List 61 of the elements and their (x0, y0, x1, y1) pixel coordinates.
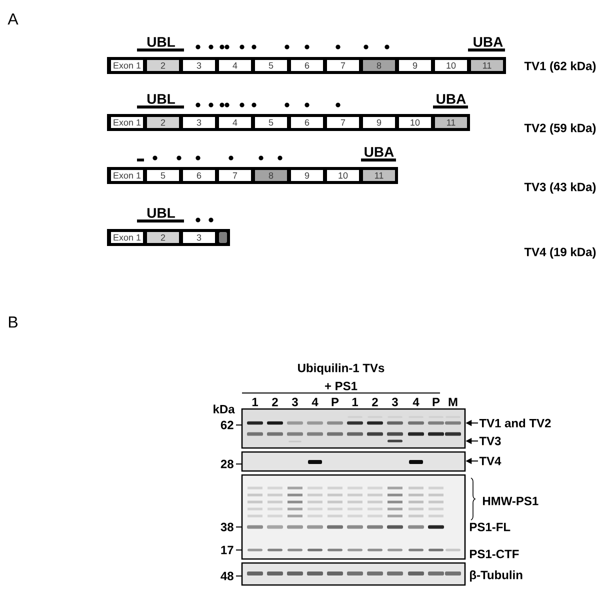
exon-box: 9 (399, 60, 431, 71)
blot-panel (241, 451, 466, 472)
size-marker-label: 28 (220, 460, 234, 468)
band-label: TV3 (479, 436, 501, 446)
exon-box: 11 (435, 117, 467, 128)
exon-box: 7 (327, 60, 359, 71)
band-label: β-Tubulin (470, 570, 522, 582)
exon-box: 3 (183, 60, 215, 71)
exon-box: 9 (291, 170, 323, 181)
exon-box: Exon 1 (111, 60, 143, 71)
exon-box: Exon 1 (111, 170, 143, 181)
transcript-label: TV4 (19 kDa) (524, 247, 596, 259)
exon-box: 6 (291, 60, 323, 71)
exon-box: Exon 1 (111, 117, 143, 128)
domain-label: UBL (147, 208, 175, 218)
transcript-label: TV2 (59 kDa) (524, 123, 596, 135)
exon-box: 11 (471, 60, 503, 71)
exon-box: 5 (255, 60, 287, 71)
exon-box: 8 (363, 60, 395, 71)
size-marker-label: 48 (220, 572, 234, 580)
band-label: TV4 (479, 456, 502, 466)
exon-box: 6 (183, 170, 215, 181)
exon-box: 6 (291, 117, 323, 128)
size-marker-label: 38 (220, 522, 234, 532)
unit-label: kDa (214, 404, 235, 414)
transcript-label: TV3 (43 kDa) (524, 182, 596, 194)
exon-box: 10 (327, 170, 359, 181)
exon-box: 2 (147, 60, 179, 71)
blot-title: + PS1 (325, 382, 358, 390)
transcript-label: TV1 (62 kDa) (524, 61, 596, 73)
domain-label: UBA (364, 147, 394, 157)
exon-box: 2 (147, 117, 179, 128)
panel-letter: A (8, 14, 18, 24)
exon-box: 9 (363, 117, 395, 128)
domain-label: UBA (474, 37, 503, 47)
exon-box: 3 (183, 232, 215, 243)
exon-box: 8 (255, 170, 287, 181)
exon-box: 5 (255, 117, 287, 128)
size-marker-label: 17 (221, 546, 234, 554)
band-label: PS1-CTF (470, 550, 519, 558)
exon-box: 7 (219, 170, 251, 181)
size-marker-label: 62 (220, 420, 234, 430)
band-label: TV1 and TV2 (479, 418, 551, 428)
exon-box: 7 (327, 117, 359, 128)
domain-label: UBL (147, 94, 175, 104)
exon-box: 3 (183, 117, 215, 128)
exon-box (219, 232, 227, 243)
blot-title: Ubiquilin-1 TVs (298, 363, 384, 375)
panel-letter: B (8, 316, 18, 328)
exon-box: 10 (435, 60, 467, 71)
exon-box: 5 (147, 170, 179, 181)
exon-box: 4 (219, 117, 251, 128)
domain-label: UBL (147, 37, 175, 47)
exon-box: 10 (399, 117, 431, 128)
domain-label: UBA (436, 94, 466, 104)
band-label: HMW-PS1 (483, 496, 538, 506)
exon-box: Exon 1 (111, 232, 143, 243)
exon-box: 2 (147, 232, 179, 243)
band-label: PS1-FL (470, 522, 510, 532)
exon-box: 11 (363, 170, 395, 181)
exon-box: 4 (219, 60, 251, 71)
